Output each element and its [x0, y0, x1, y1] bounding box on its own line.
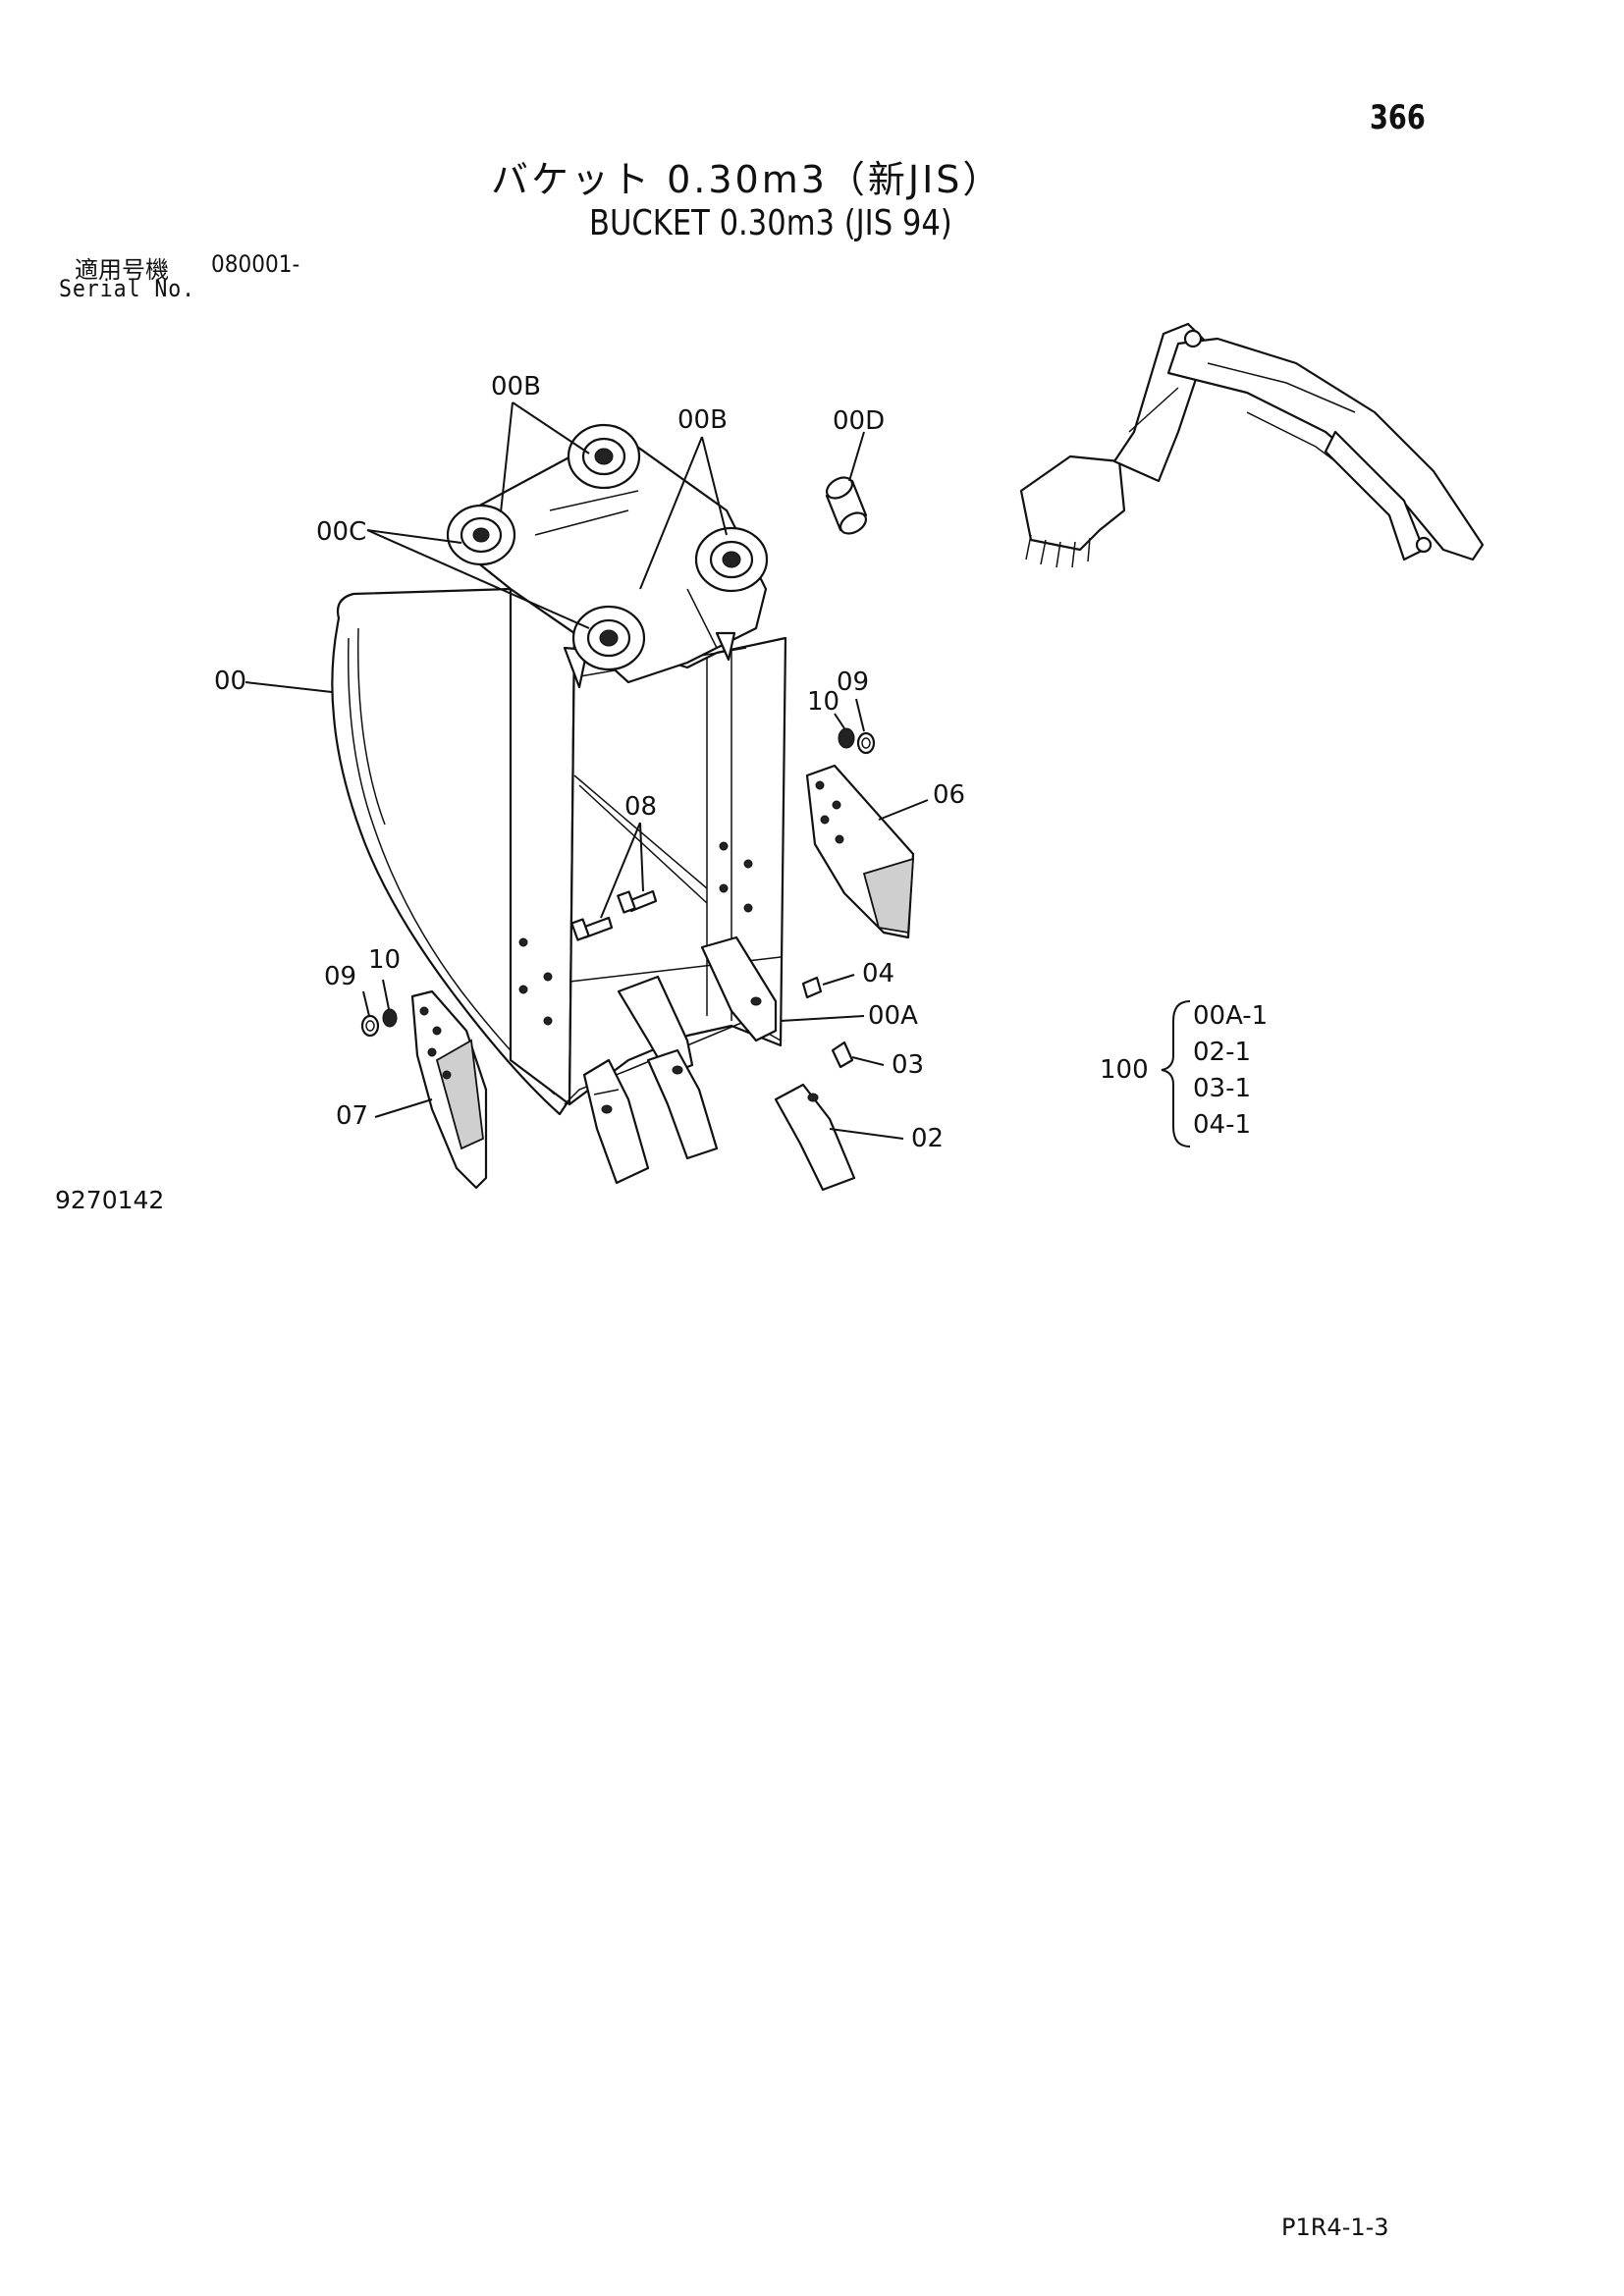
title-japanese: バケット 0.30m3（新JIS）	[491, 158, 1003, 201]
bucket-body	[331, 587, 787, 1116]
kit-item: 00A-1	[1193, 1001, 1268, 1031]
callout-04: 04	[862, 959, 894, 988]
callout-09-right: 09	[837, 667, 869, 697]
kit-number: 100	[1100, 1055, 1149, 1085]
serial-label-english: Serial No.	[59, 275, 196, 302]
nuts-right	[838, 727, 876, 755]
bucket-top-bracket	[446, 423, 769, 689]
callout-labels: 00B 00B 00D 00C 00 09 10 06 08 04 00A 03…	[214, 372, 1268, 1153]
leader-lines	[244, 401, 1191, 1148]
callout-10-left: 10	[368, 945, 401, 975]
callout-02: 02	[911, 1124, 944, 1153]
callout-00: 00	[214, 667, 246, 696]
figure-number: 9270142	[55, 1186, 165, 1214]
callout-07: 07	[336, 1101, 368, 1131]
serial-number-value: 080001-	[211, 250, 300, 278]
bushing-00D	[825, 476, 868, 535]
kit-item: 02-1	[1193, 1038, 1251, 1067]
side-cutter-06	[805, 764, 915, 939]
callout-03: 03	[892, 1050, 924, 1080]
nuts-left	[360, 1008, 398, 1038]
footer-code: P1R4-1-3	[1281, 2214, 1389, 2241]
serial-label-japanese: 適用号機	[75, 256, 169, 284]
callout-00C: 00C	[316, 517, 366, 547]
callout-10-right: 10	[807, 687, 839, 717]
excavator-locator-inset	[1019, 322, 1485, 568]
callout-00A: 00A	[868, 1001, 918, 1031]
bucket-exploded-diagram: 00B 00B 00D 00C 00 09 10 06 08 04 00A 03…	[214, 322, 1485, 1192]
callout-00D: 00D	[833, 406, 885, 436]
callout-00B-right: 00B	[677, 405, 728, 435]
kit-item: 04-1	[1193, 1110, 1251, 1140]
bucket-teeth	[582, 935, 856, 1192]
callout-08: 08	[624, 792, 657, 822]
kit-item: 03-1	[1193, 1074, 1251, 1103]
callout-06: 06	[933, 780, 965, 810]
title-english: BUCKET 0.30m3 (JIS 94)	[589, 203, 952, 243]
side-cutter-07	[410, 989, 488, 1190]
callout-00B-left: 00B	[491, 372, 541, 401]
page-number: 366	[1370, 98, 1426, 137]
callout-09-left: 09	[324, 962, 356, 991]
bolts-08	[570, 889, 658, 941]
